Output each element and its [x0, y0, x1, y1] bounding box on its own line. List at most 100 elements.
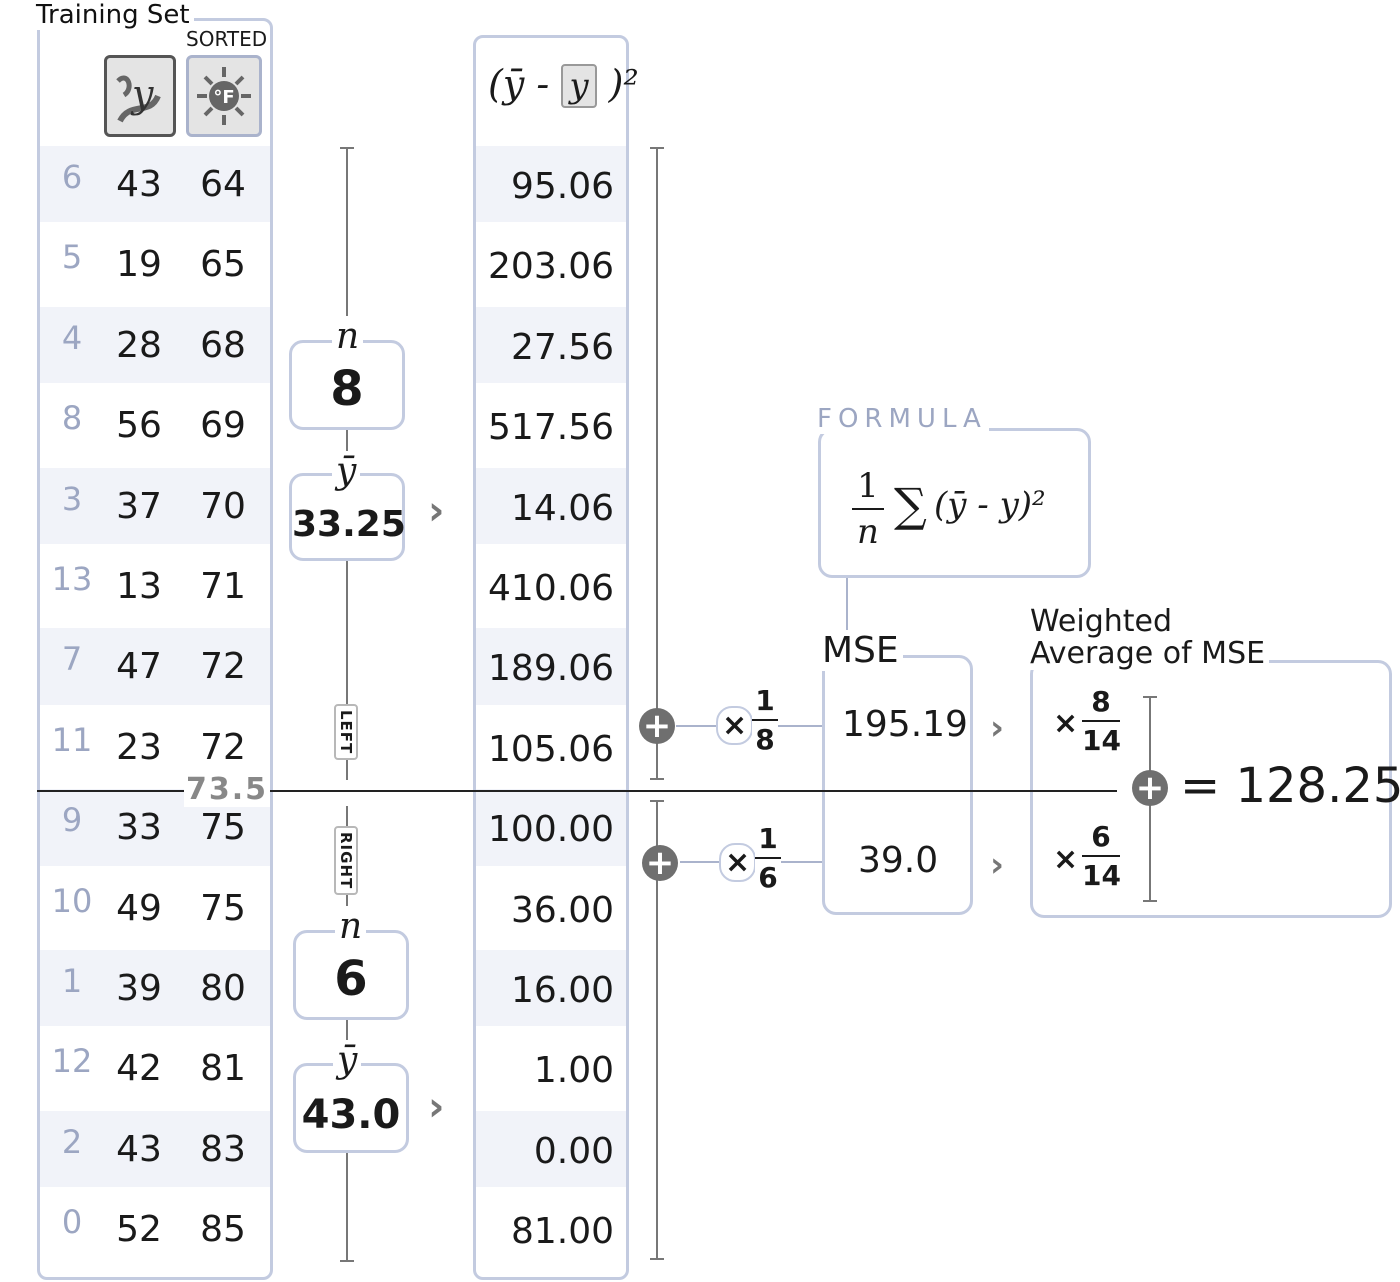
row-index: 4: [61, 318, 83, 357]
formula-panel: [818, 428, 1091, 578]
row-index: 11: [51, 720, 93, 759]
left-n-label: n: [332, 316, 364, 357]
w1-den: 14: [1082, 724, 1121, 757]
row-temp-value: 85: [200, 1209, 246, 1251]
left-mse-value: 195.19: [842, 704, 968, 745]
right-mean-label: ȳ: [333, 1040, 362, 1081]
weighted-panel: [1030, 660, 1392, 918]
w1-times: ×: [1053, 706, 1079, 741]
squared-error-value: 189.06: [488, 648, 614, 690]
right-sum-bottom-tick: [650, 1258, 664, 1260]
row-index: 5: [61, 238, 83, 277]
squared-error-value: 203.06: [488, 246, 614, 288]
left-sum-top-tick: [650, 147, 664, 149]
left-mse-chevron-icon: ›: [990, 708, 1005, 748]
formula-title: FORMULA: [815, 404, 989, 434]
squared-error-value: 517.56: [488, 407, 614, 449]
left-sum-line: [656, 147, 658, 780]
row-index: 13: [51, 560, 93, 598]
row-temp-value: 70: [200, 485, 246, 527]
squared-row-stripe: [476, 950, 626, 1027]
left-mse-multiplier: 1 8: [752, 684, 778, 756]
sun-fahrenheit-icon[interactable]: °F: [186, 55, 262, 137]
right-n-box: 6: [293, 930, 409, 1020]
sq-header-y-icon: y: [561, 64, 597, 108]
training-row-stripe: [40, 628, 270, 705]
row-temp-value: 80: [200, 968, 246, 1009]
left-mean-value: 33.25: [292, 504, 406, 545]
training-row-stripe: [40, 1110, 270, 1188]
row-temp-value: 72: [200, 726, 246, 768]
formula-sigma: ∑: [894, 478, 927, 532]
left-chevron-icon: ›: [428, 488, 445, 534]
right-mse-multiplier: 1 6: [755, 822, 781, 894]
row-temp-value: 75: [200, 807, 246, 849]
squared-row-stripe: [476, 306, 626, 384]
row-temp-value: 81: [200, 1048, 246, 1090]
mse-title: MSE: [818, 630, 903, 671]
w1-num: 8: [1091, 685, 1111, 718]
weighted-title-line1: Weighted: [1030, 604, 1173, 639]
training-row-stripe: [40, 306, 270, 384]
squared-error-value: 81.00: [510, 1211, 614, 1253]
row-temp-value: 65: [200, 244, 246, 286]
row-index: 10: [51, 881, 93, 920]
right-mult-den: 6: [758, 861, 778, 894]
formula-connector: [846, 578, 848, 648]
weighted-bracket-bottom: [1143, 900, 1157, 902]
right-group-line: [346, 806, 348, 1262]
training-row-stripe: [40, 467, 270, 544]
weighted-bracket-top: [1143, 696, 1157, 698]
right-mult-num: 1: [758, 822, 778, 855]
formula-fraction: 1 n: [852, 466, 884, 552]
right-mean-value: 43.0: [301, 1092, 401, 1138]
left-times-sign: ×: [716, 706, 754, 745]
split-threshold: 73.5: [184, 772, 271, 807]
right-times-sign: ×: [719, 843, 757, 882]
formula-den: n: [857, 512, 879, 552]
squared-error-value: 27.56: [510, 326, 614, 368]
svg-text:y: y: [130, 72, 154, 116]
weighted-title: Weighted Average of MSE: [1030, 604, 1270, 671]
row-y-value: 28: [116, 324, 162, 366]
row-index: 6: [61, 158, 83, 196]
row-y-value: 49: [116, 887, 162, 929]
row-y-value: 56: [116, 405, 162, 447]
squared-error-value: 14.06: [510, 487, 614, 529]
right-sum-plus-icon: +: [642, 845, 678, 881]
row-index: 2: [61, 1122, 83, 1161]
sorted-label: SORTED: [186, 27, 268, 51]
right-group-bottom-tick: [340, 1260, 354, 1262]
row-y-value: 19: [116, 244, 162, 286]
left-sum-bottom-tick: [650, 778, 664, 780]
weighted-title-line2: Average of MSE: [1030, 636, 1266, 671]
row-temp-value: 83: [200, 1128, 246, 1170]
left-group-top-tick: [340, 147, 354, 149]
left-n-value: 8: [330, 361, 364, 417]
svg-text:°F: °F: [213, 87, 234, 108]
squared-error-value: 105.06: [488, 728, 614, 770]
training-row-stripe: [40, 950, 270, 1027]
row-y-value: 39: [116, 968, 162, 1009]
squared-error-value: 1.00: [533, 1050, 614, 1092]
squared-error-value: 95.06: [510, 166, 614, 207]
w2-num: 6: [1091, 820, 1111, 853]
squared-error-value: 0.00: [533, 1130, 614, 1172]
row-temp-value: 64: [200, 164, 246, 205]
y-target-icon[interactable]: y: [104, 55, 176, 137]
row-y-value: 47: [116, 646, 162, 688]
right-mse-chevron-icon: ›: [990, 845, 1005, 885]
squared-error-value: 100.00: [488, 809, 614, 851]
row-temp-value: 69: [200, 405, 246, 447]
